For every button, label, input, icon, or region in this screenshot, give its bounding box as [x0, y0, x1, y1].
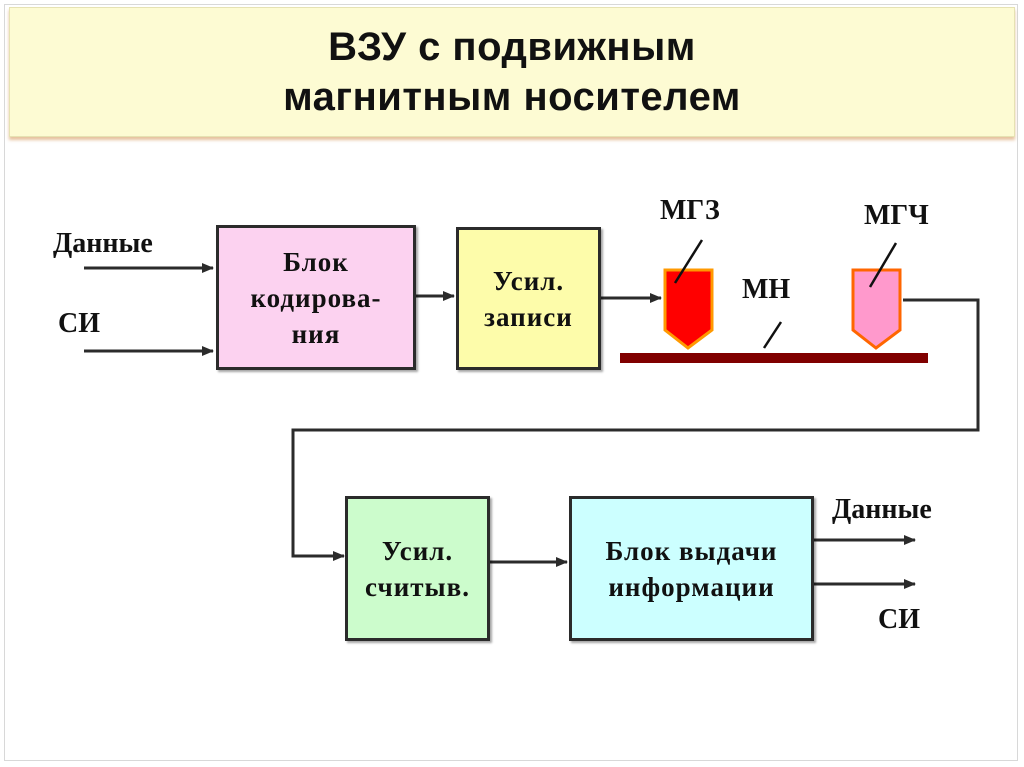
output-si-label: СИ	[878, 604, 920, 635]
coding-block: Блок кодирова- ния	[216, 225, 416, 370]
magnetic-medium-bar	[620, 353, 928, 363]
title-banner: ВЗУ с подвижным магнитным носителем	[9, 7, 1015, 137]
pointer-write-head	[673, 239, 704, 284]
pointer-read-head	[868, 242, 898, 288]
input-data-label: Данные	[53, 228, 153, 259]
pointer-medium	[762, 321, 783, 349]
read-head-label: МГЧ	[864, 200, 929, 231]
write-head-icon	[663, 268, 714, 350]
title-line-2: магнитным носителем	[283, 75, 741, 119]
output-data-label: Данные	[832, 494, 932, 525]
read-amplifier-label: Усил. считыв.	[365, 535, 470, 602]
write-head-label: МГЗ	[660, 195, 720, 226]
input-si-label: СИ	[58, 308, 100, 339]
title-line-1: ВЗУ с подвижным	[328, 25, 696, 69]
write-amplifier-block: Усил. записи	[456, 227, 601, 370]
write-amplifier-label: Усил. записи	[484, 265, 573, 332]
output-block-label: Блок выдачи информации	[605, 535, 778, 602]
wire-read-head-to-read-amp	[291, 298, 980, 561]
medium-label: МН	[742, 274, 791, 305]
coding-block-label: Блок кодирова- ния	[250, 246, 382, 349]
slide-border	[4, 4, 1018, 761]
read-amplifier-block: Усил. считыв.	[345, 496, 490, 641]
read-head-icon	[851, 268, 902, 350]
output-block: Блок выдачи информации	[569, 496, 814, 641]
